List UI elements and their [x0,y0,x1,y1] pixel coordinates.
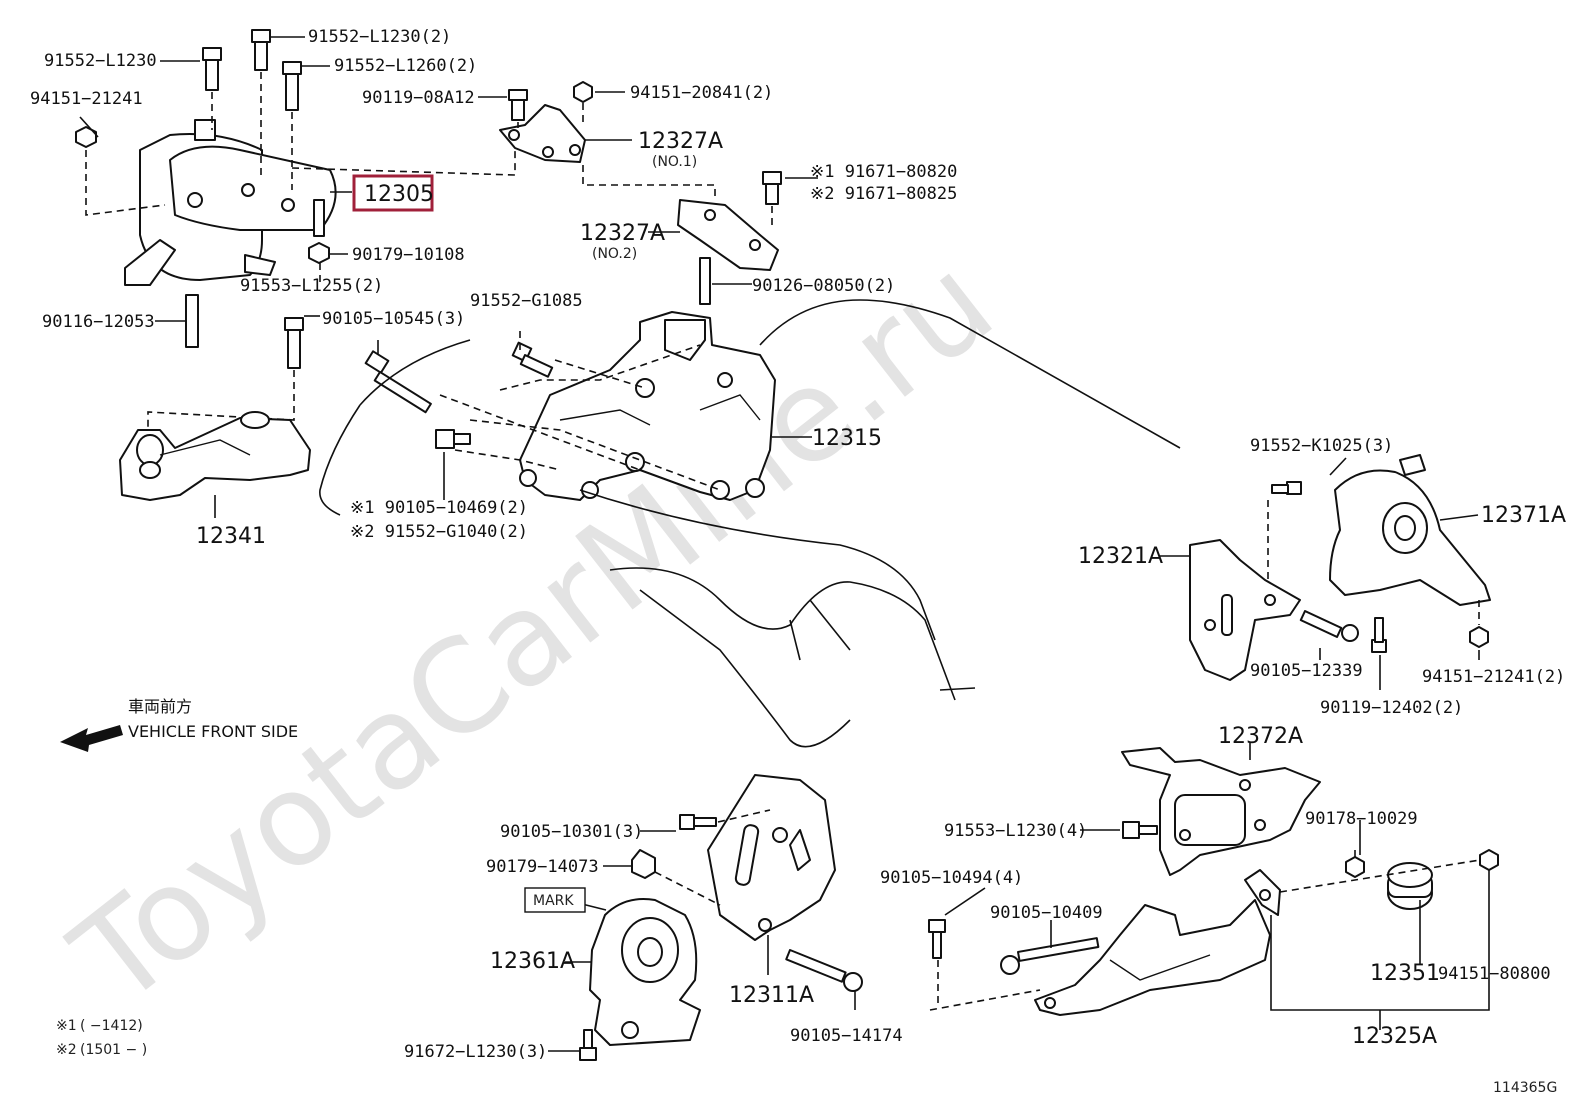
note-mark-1: ※1 [56,1018,77,1034]
part-12305-engine-mount-drawing [124,119,337,286]
label-91552-K1025-3: 91552−K1025(3) [1250,436,1393,456]
bolt-90105-10301 [679,814,717,830]
mark-box [524,887,586,913]
label-90119-12402-2: 90119−12402(2) [1320,698,1463,718]
nut-94151-20841 [573,81,593,103]
bolt-91672-L1230 [579,1029,597,1061]
bolt-90105-14174 [785,948,863,992]
bolt-91552-L1230-2 [251,29,271,71]
part-12315-bracket-drawing [519,311,776,501]
label-90105-10301-3: 90105−10301(3) [500,822,643,842]
label-90105-10469-2: ※1 90105−10469(2) [350,498,528,518]
part-12341-bracket-drawing [119,411,311,501]
bolt-90105-12339 [1299,609,1359,642]
note-mark-2: ※2 [56,1042,77,1058]
bolt-91671-80820 [762,171,782,205]
nut-90178-10029 [1345,856,1365,878]
label-94151-80800: 94151−80800 [1438,964,1551,984]
bolt-91552-L1230 [202,47,222,91]
label-91552-G1040-2: ※2 91552−G1040(2) [350,522,528,542]
note-text-2: (1501 − ) [80,1042,147,1058]
direction-jp: 車両前方 [128,697,192,716]
label-12372A: 12372A [1218,724,1303,749]
label-90179-10108: 90179−10108 [352,245,465,265]
part-12311A-bracket-drawing [707,774,836,941]
bolt-90105-10494 [928,919,946,959]
label-90105-14174: 90105−14174 [790,1026,903,1046]
label-mark: MARK [533,893,574,909]
label-91553-L1230-4: 91553−L1230(4) [944,821,1087,841]
part-12321A-bracket-drawing [1189,539,1301,681]
label-90178-10029: 90178−10029 [1305,809,1418,829]
bolt-90105-10469 [435,429,471,449]
part-12371A-mount-drawing [1329,454,1491,606]
engine-outline [319,299,1181,748]
nut-94151-80800 [1479,849,1499,871]
label-12325A: 12325A [1352,1024,1437,1049]
nut-94151-21241-2 [1469,626,1489,648]
nut-90179-10108 [308,242,330,264]
label-91672-L1230-3: 91672−L1230(3) [404,1042,547,1062]
bolt-91552-L1260-2 [282,61,302,111]
label-12327A-no1: 12327A [638,129,723,154]
label-12371A: 12371A [1481,503,1566,528]
stud-90126-08050 [699,257,711,305]
part-12361A-mount-drawing [589,898,701,1046]
bolt-90105-10545-3 [364,350,432,414]
label-94151-21241-2: 94151−21241(2) [1422,667,1565,687]
part-12327A-no1-drawing [499,104,586,163]
vehicle-front-arrow-icon [60,725,123,752]
bolt-90105-10409 [1000,937,1100,975]
label-12361A: 12361A [490,949,575,974]
part-12372A-bracket-drawing [1121,747,1321,876]
label-no2: (NO.2) [592,246,637,262]
label-91671-80820: ※1 91671−80820 [810,162,957,182]
label-94151-20841-2: 94151−20841(2) [630,83,773,103]
label-12341: 12341 [196,524,266,549]
part-12327A-no2-drawing [677,199,779,271]
bolt-90119-12402 [1371,617,1387,653]
watermark: ToyotaCarMine.ru [47,229,1021,1035]
label-12327A-no2: 12327A [580,221,665,246]
bolt-90105-10545-2 [284,317,304,369]
bolt-91552-K1025 [1271,481,1302,495]
label-90105-10409: 90105−10409 [990,903,1103,923]
label-12315: 12315 [812,426,882,451]
nut-90179-14073 [631,849,656,879]
label-90119-08A12: 90119−08A12 [362,88,475,108]
part-12351-bushing-drawing [1387,862,1433,910]
label-90116-12053: 90116−12053 [42,312,155,332]
label-12305[interactable]: 12305 [364,182,434,207]
label-90179-14073: 90179−14073 [486,857,599,877]
label-91552-L1230: 91552−L1230 [44,51,157,71]
label-91553-L1255-2: 91553−L1255(2) [240,276,383,296]
label-12321A: 12321A [1078,544,1163,569]
direction-en: VEHICLE FRONT SIDE [128,722,298,741]
label-91552-L1230-2: 91552−L1230(2) [308,27,451,47]
stud-91553-L1255 [313,199,325,237]
label-91671-80825: ※2 91671−80825 [810,184,957,204]
stud-90116-12053 [185,294,199,348]
label-no1: (NO.1) [652,154,697,170]
label-12351: 12351 [1370,961,1440,986]
note-text-1: ( −1412) [80,1018,143,1034]
label-91552-L1260-2: 91552−L1260(2) [334,56,477,76]
highlight-box-12305 [352,174,434,212]
label-91552-G1085: 91552−G1085 [470,291,583,311]
stud-91553-L1230 [1122,821,1158,839]
part-12325A-bracket-drawing [1034,869,1281,1016]
label-90105-10545-3: 90105−10545(3) [322,309,465,329]
label-90126-08050-2: 90126−08050(2) [752,276,895,296]
label-94151-21241: 94151−21241 [30,89,143,109]
label-90105-10494-4: 90105−10494(4) [880,868,1023,888]
label-90105-12339: 90105−12339 [1250,661,1363,681]
nut-94151-21241 [75,126,97,148]
diagram-id: 114365G [1493,1080,1557,1096]
bolt-90119-08A12 [508,89,528,121]
label-12311A: 12311A [729,983,814,1008]
bolt-91552-G1085 [511,341,554,378]
